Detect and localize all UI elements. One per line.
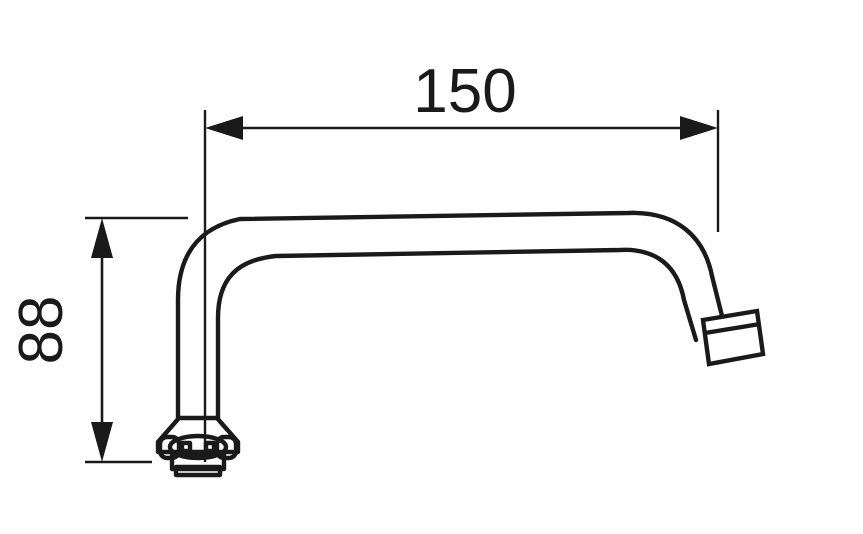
arrowhead-bottom-88: [91, 422, 113, 462]
tube-outer-contour: [175, 210, 725, 421]
dimension-label-150: 150: [413, 57, 516, 126]
nozzle-body: [700, 308, 766, 367]
dimension-88: 88: [7, 218, 113, 462]
tube-inner-contour: [215, 247, 699, 421]
collar-nut-ellipse: [167, 433, 229, 461]
dimension-150: 150: [205, 57, 718, 140]
arrowhead-top-88: [91, 218, 113, 258]
arrowhead-right-150: [680, 116, 718, 140]
extension-lines: [85, 110, 720, 464]
collar-key-right: [203, 440, 217, 454]
collar-pad-right: [214, 434, 239, 461]
base-plate-lower: [173, 464, 223, 478]
outlet-nozzle: [700, 308, 766, 367]
collar-key-left: [179, 440, 193, 454]
arrowhead-left-150: [205, 116, 243, 140]
nozzle-collar-line: [704, 321, 761, 336]
base-collar: [155, 415, 241, 478]
collar-pad-left: [157, 434, 182, 461]
dimension-label-88: 88: [7, 296, 76, 365]
spout-tube: [175, 210, 725, 421]
